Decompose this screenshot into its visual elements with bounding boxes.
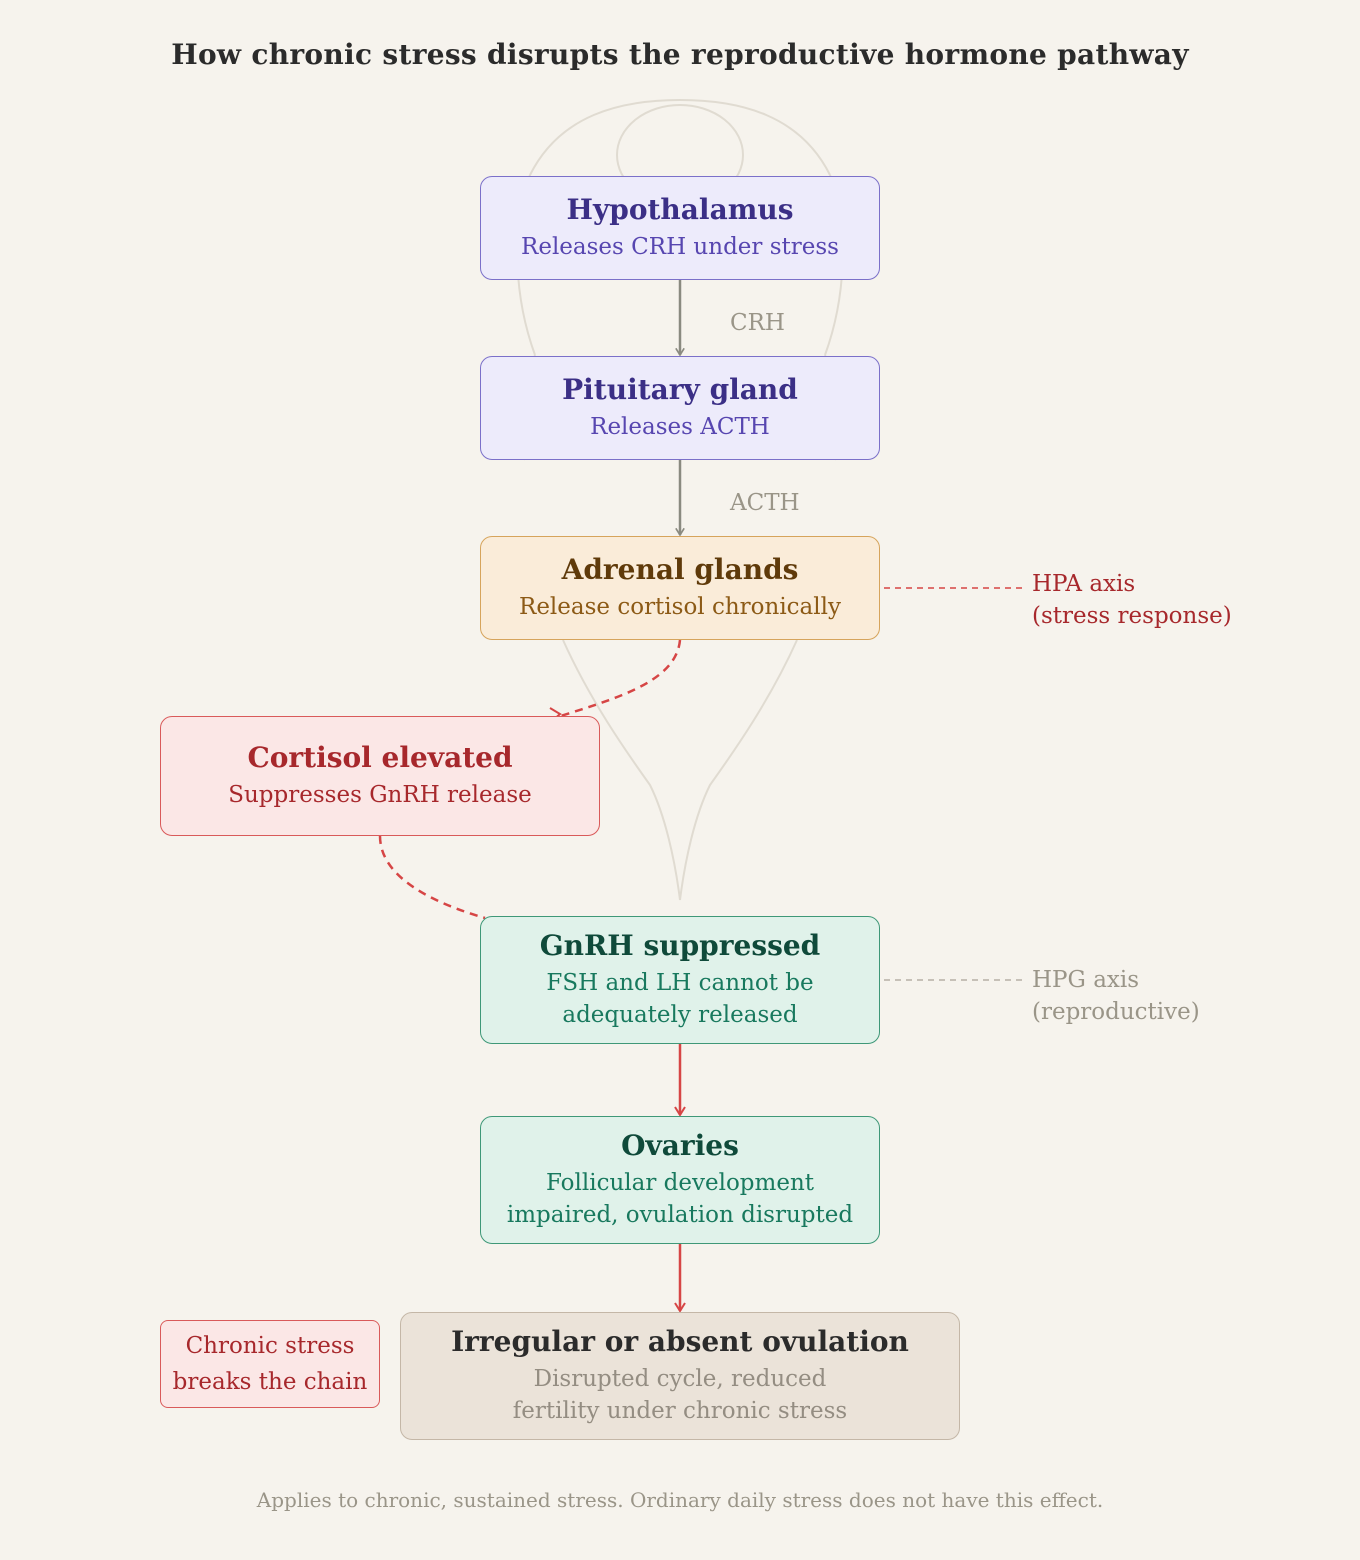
node-gnrh: GnRH suppressed FSH and LH cannot be ade…: [480, 916, 880, 1044]
node-outcome-subtitle: Disrupted cycle, reduced fertility under…: [512, 1366, 848, 1424]
edge-adrenal-to-cortisol: [547, 639, 682, 722]
node-hypothalamus: Hypothalamus Releases CRH under stress: [480, 176, 880, 280]
node-outcome: Irregular or absent ovulation Disrupted …: [400, 1312, 960, 1440]
node-gnrh-subtitle: FSH and LH cannot be adequately released: [546, 970, 814, 1028]
node-pituitary: Pituitary gland Releases ACTH: [480, 356, 880, 460]
page-title: How chronic stress disrupts the reproduc…: [171, 38, 1189, 71]
node-hypothalamus-subtitle: Releases CRH under stress: [521, 234, 839, 260]
node-cortisol-subtitle: Suppresses GnRH release: [228, 782, 532, 808]
node-cortisol-title: Cortisol elevated: [247, 741, 513, 774]
node-outcome-title: Irregular or absent ovulation: [451, 1325, 909, 1358]
node-pituitary-title: Pituitary gland: [562, 373, 798, 406]
node-adrenal: Adrenal glands Release cortisol chronica…: [480, 536, 880, 640]
node-ovaries-subtitle: Follicular development impaired, ovulati…: [506, 1170, 854, 1228]
edge-cortisol-to-gnrh: [378, 835, 486, 920]
node-pituitary-subtitle: Releases ACTH: [590, 414, 770, 440]
node-ovaries-title: Ovaries: [621, 1129, 739, 1162]
footer-note: Applies to chronic, sustained stress. Or…: [256, 1488, 1104, 1512]
node-gnrh-title: GnRH suppressed: [539, 929, 821, 962]
hpg-axis-label: HPG axis (reproductive): [1032, 967, 1200, 1025]
node-ovaries: Ovaries Follicular development impaired,…: [480, 1116, 880, 1244]
node-adrenal-subtitle: Release cortisol chronically: [519, 594, 841, 620]
chronic-stress-note: Chronic stress breaks the chain: [160, 1320, 380, 1408]
hpa-axis-label: HPA axis (stress response): [1032, 571, 1232, 629]
node-cortisol: Cortisol elevated Suppresses GnRH releas…: [160, 716, 600, 836]
node-adrenal-title: Adrenal glands: [561, 553, 799, 586]
edge-label-crh: CRH: [730, 310, 785, 336]
node-hypothalamus-title: Hypothalamus: [566, 193, 794, 226]
edge-label-acth: ACTH: [730, 490, 800, 516]
